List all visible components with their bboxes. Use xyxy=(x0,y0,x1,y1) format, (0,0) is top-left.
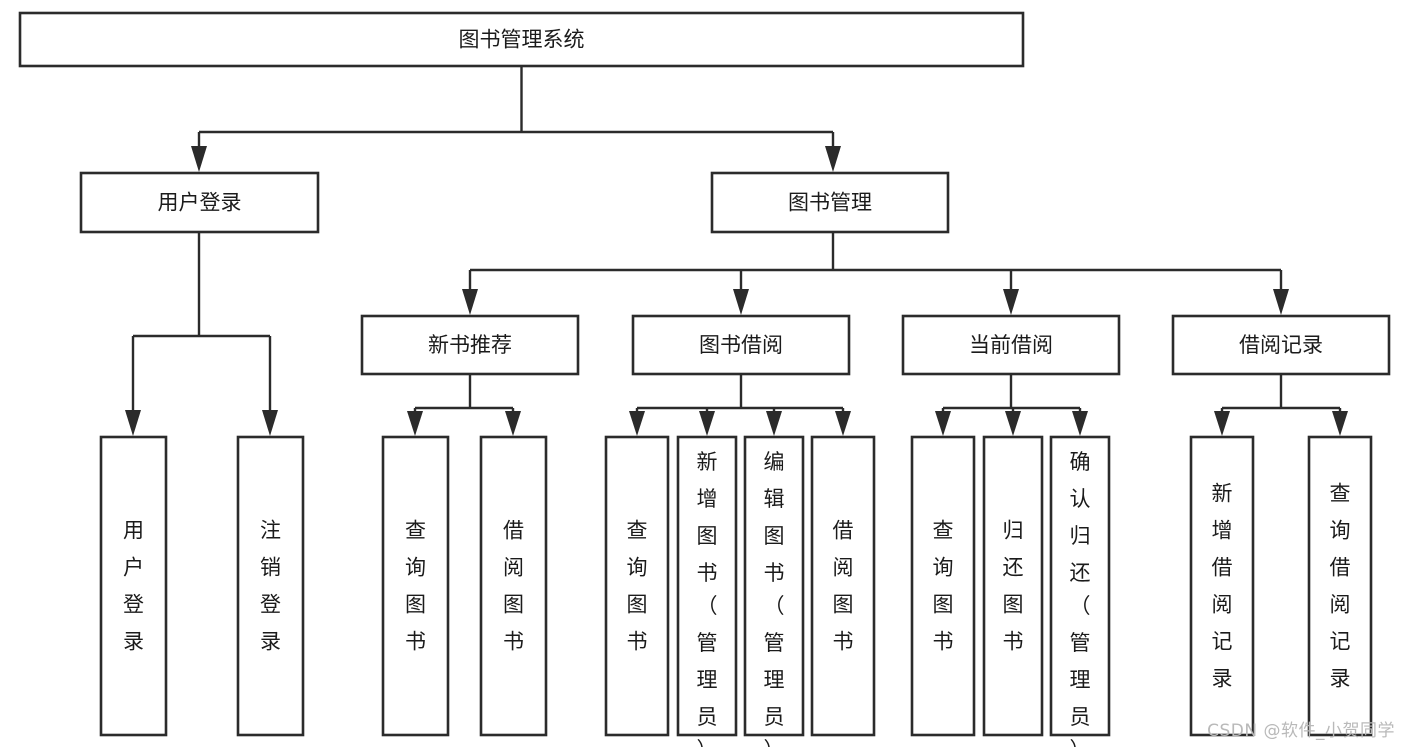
arrow-head-leaf-logout xyxy=(262,410,278,436)
connector-group-book-borrow xyxy=(629,374,851,436)
arrow-head-leaf-query-book-rec xyxy=(407,411,423,436)
leaf-query-book-cur-box[interactable] xyxy=(910,435,976,737)
arrow-head-new-book-rec xyxy=(462,289,478,315)
node-user-login-box[interactable] xyxy=(79,171,320,234)
leaf-logout-box[interactable] xyxy=(236,435,305,737)
leaf-add-record-box[interactable] xyxy=(1189,435,1255,737)
leaf-query-book-label: 查询图书 xyxy=(627,519,648,654)
node-root[interactable]: 图书管理系统 xyxy=(18,11,1025,68)
arrow-head-leaf-add-book xyxy=(699,411,715,436)
node-book-borrow-box[interactable] xyxy=(631,314,851,376)
node-borrow-record-box[interactable] xyxy=(1171,314,1391,376)
leaf-add-record[interactable]: 新增借阅记录 xyxy=(1189,435,1255,737)
leaf-add-record-label: 新增借阅记录 xyxy=(1212,482,1233,691)
arrow-head-leaf-add-record xyxy=(1214,411,1230,436)
connector-group-borrow-record xyxy=(1214,374,1348,436)
node-book-manage[interactable]: 图书管理 xyxy=(710,171,950,234)
leaf-user-login-box[interactable] xyxy=(99,435,168,737)
leaf-query-record-label: 查询借阅记录 xyxy=(1330,482,1351,691)
arrow-head-book-borrow xyxy=(733,289,749,315)
leaf-edit-book-box[interactable] xyxy=(743,435,805,737)
arrow-head-borrow-record xyxy=(1273,289,1289,315)
leaf-return-book-box[interactable] xyxy=(982,435,1044,737)
leaf-query-book-rec[interactable]: 查询图书 xyxy=(381,435,450,737)
arrow-head-leaf-query-book-cur xyxy=(935,411,951,436)
arrow-head-leaf-edit-book xyxy=(766,411,782,436)
leaf-borrow-book-box[interactable] xyxy=(810,435,876,737)
connector-group-root xyxy=(191,66,841,172)
leaf-logout-label: 注销登录 xyxy=(260,519,281,654)
leaf-return-book[interactable]: 归还图书 xyxy=(982,435,1044,737)
leaf-query-book-rec-box[interactable] xyxy=(381,435,450,737)
arrow-head-leaf-return-book xyxy=(1005,411,1021,436)
leaf-confirm-return[interactable]: 确认归还（管理员） xyxy=(1049,435,1111,747)
node-book-borrow-label: 图书借阅 xyxy=(699,333,783,357)
leaf-borrow-book-label: 借阅图书 xyxy=(833,519,854,654)
node-book-borrow[interactable]: 图书借阅 xyxy=(631,314,851,376)
leaf-query-book[interactable]: 查询图书 xyxy=(604,435,670,737)
leaf-confirm-return-box[interactable] xyxy=(1049,435,1111,737)
leaf-borrow-book-rec-box[interactable] xyxy=(479,435,548,737)
leaf-borrow-book[interactable]: 借阅图书 xyxy=(810,435,876,737)
leaf-confirm-return-label: 确认归还（管理员） xyxy=(1070,450,1091,747)
leaf-query-book-rec-label: 查询图书 xyxy=(405,519,426,654)
connector-group-current-borrow xyxy=(935,374,1088,436)
leaf-add-book[interactable]: 新增图书（管理员） xyxy=(676,435,738,747)
leaf-borrow-book-rec[interactable]: 借阅图书 xyxy=(479,435,548,737)
node-root-label: 图书管理系统 xyxy=(459,28,585,52)
node-root-box[interactable] xyxy=(18,11,1025,68)
node-new-book-rec-box[interactable] xyxy=(360,314,580,376)
arrow-head-leaf-borrow-book xyxy=(835,411,851,436)
arrow-head-leaf-query-book xyxy=(629,411,645,436)
connector-group-book-manage xyxy=(462,232,1289,315)
node-book-manage-label: 图书管理 xyxy=(788,191,872,215)
node-current-borrow[interactable]: 当前借阅 xyxy=(901,314,1121,376)
arrow-head-leaf-confirm-return xyxy=(1072,411,1088,436)
node-current-borrow-box[interactable] xyxy=(901,314,1121,376)
leaf-query-book-box[interactable] xyxy=(604,435,670,737)
arrow-head-leaf-borrow-book-rec xyxy=(505,411,521,436)
leaf-borrow-book-rec-label: 借阅图书 xyxy=(503,519,524,654)
leaf-add-book-label: 新增图书（管理员） xyxy=(697,450,718,747)
connector-group-user-login xyxy=(125,232,278,436)
node-borrow-record-label: 借阅记录 xyxy=(1239,333,1323,357)
node-new-book-rec[interactable]: 新书推荐 xyxy=(360,314,580,376)
arrow-head-current-borrow xyxy=(1003,289,1019,315)
leaf-logout[interactable]: 注销登录 xyxy=(236,435,305,737)
arrow-head-leaf-user-login xyxy=(125,410,141,436)
leaf-user-login-label: 用户登录 xyxy=(123,519,144,654)
leaf-query-book-cur-label: 查询图书 xyxy=(933,519,954,654)
leaf-query-record[interactable]: 查询借阅记录 xyxy=(1307,435,1373,737)
arrow-head-leaf-query-record xyxy=(1332,411,1348,436)
leaf-add-book-box[interactable] xyxy=(676,435,738,737)
leaf-user-login[interactable]: 用户登录 xyxy=(99,435,168,737)
node-borrow-record[interactable]: 借阅记录 xyxy=(1171,314,1391,376)
leaf-return-book-label: 归还图书 xyxy=(1003,519,1024,654)
node-user-login[interactable]: 用户登录 xyxy=(79,171,320,234)
node-user-login-label: 用户登录 xyxy=(158,191,242,215)
leaf-edit-book[interactable]: 编辑图书（管理员） xyxy=(743,435,805,747)
connector-group-new-book-rec xyxy=(407,374,521,436)
arrow-head-book-manage xyxy=(825,146,841,172)
node-book-manage-box[interactable] xyxy=(710,171,950,234)
arrow-head-user-login xyxy=(191,146,207,172)
leaf-node-layer: 用户登录 注销登录 查询图书 借阅图书 查询图书 新增图书（管理员） 编辑图书（管理员） 借阅… xyxy=(99,435,1373,747)
leaf-query-book-cur[interactable]: 查询图书 xyxy=(910,435,976,737)
node-current-borrow-label: 当前借阅 xyxy=(969,333,1053,357)
node-new-book-rec-label: 新书推荐 xyxy=(428,333,512,357)
leaf-query-record-box[interactable] xyxy=(1307,435,1373,737)
leaf-edit-book-label: 编辑图书（管理员） xyxy=(764,450,785,747)
